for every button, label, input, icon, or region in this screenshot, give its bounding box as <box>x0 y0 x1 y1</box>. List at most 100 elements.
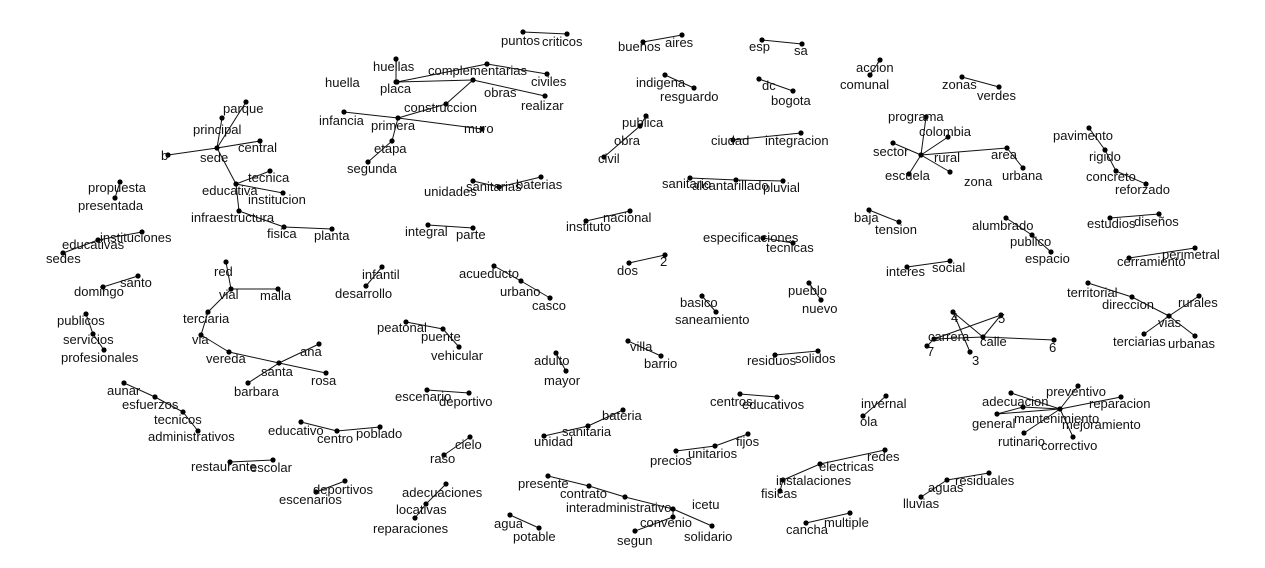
edge-sede-educativa <box>216 147 237 185</box>
edge-mejoramiento-adecuacion <box>1010 392 1061 410</box>
node-dot-aires <box>679 32 685 38</box>
node-label-complementarias: complementarias <box>428 63 527 78</box>
node-label-multiple: multiple <box>824 515 869 530</box>
edge-rural-programa <box>920 116 927 156</box>
node-label-calle: calle <box>980 334 1007 349</box>
node-label-general: general <box>972 416 1015 431</box>
node-dot-dos <box>626 260 632 266</box>
node-label-ola: ola <box>860 414 878 429</box>
node-dot-huellas <box>393 56 399 62</box>
node-dot-puente <box>440 326 446 332</box>
edge-publico-espacio <box>1031 234 1052 253</box>
edge-rural-zona <box>920 154 951 173</box>
node-dot-contrato <box>586 483 592 489</box>
edge-sanitarias-baterias <box>498 176 542 188</box>
node-label-concreto: concreto <box>1086 169 1136 184</box>
edge-territorial-direccion <box>1087 282 1133 298</box>
node-label-escolar: escolar <box>250 460 293 475</box>
node-label-infraestructura: infraestructura <box>191 210 275 225</box>
node-label-bogota: bogota <box>771 93 812 108</box>
node-dot-adulto <box>553 350 559 356</box>
node-label-locativas: locativas <box>396 502 447 517</box>
node-label-tension: tension <box>875 222 917 237</box>
node-label-area: area <box>991 147 1018 162</box>
node-label-estudios: estudios <box>1087 216 1136 231</box>
node-label-huella: huella <box>325 75 360 90</box>
edge-precios-unitarios <box>675 445 716 452</box>
node-label-sedes: sedes <box>46 251 81 266</box>
edge-rural-area <box>920 147 1008 156</box>
node-dot-social <box>947 258 953 264</box>
edge-direccion-vias <box>1131 296 1170 317</box>
node-dot-complementarias <box>484 61 490 67</box>
edge-4-3 <box>952 311 971 353</box>
node-dot-terciarias <box>1141 331 1147 337</box>
node-dot-adecuaciones <box>443 481 449 487</box>
node-dot-correctivo <box>1070 434 1076 440</box>
node-label-sector: sector <box>873 144 909 159</box>
node-label-administrativos: administrativos <box>148 429 235 444</box>
node-label-educativa: educativa <box>202 183 258 198</box>
edge-electricas-instalaciones <box>782 463 821 481</box>
node-label-desarrollo: desarrollo <box>335 286 392 301</box>
edge-sede-central <box>216 140 261 149</box>
edge-mejoramiento-preventivo <box>1059 385 1079 410</box>
node-label-potable: potable <box>513 529 556 544</box>
node-label-vias: vias <box>1158 315 1182 330</box>
node-label-integracion: integracion <box>765 133 829 148</box>
node-label-saneamiento: saneamiento <box>675 312 749 327</box>
edge-calle-5 <box>982 314 1002 338</box>
node-label-propuesta: propuesta <box>88 180 147 195</box>
node-label-territorial: territorial <box>1067 285 1118 300</box>
node-label-fijos: fijos <box>736 434 760 449</box>
node-label-reparacion: reparacion <box>1089 396 1150 411</box>
node-dot-6 <box>1051 337 1057 343</box>
node-dot-escenarios <box>313 489 319 495</box>
node-dot-baterias <box>538 174 544 180</box>
node-dot-resguardo <box>691 85 697 91</box>
node-label-aires: aires <box>665 35 694 50</box>
edge-rural-colombia <box>920 136 949 156</box>
node-dot-publico <box>1029 232 1035 238</box>
edge-area-urbana <box>1006 147 1024 169</box>
edge-baja-tension <box>868 209 900 223</box>
node-dot-vial <box>228 286 234 292</box>
node-label-baja: baja <box>854 210 879 225</box>
node-dot-integral <box>425 222 431 228</box>
node-dot-espacio <box>1048 249 1054 255</box>
node-dot-sede <box>214 145 220 151</box>
edge-unitarios-fijos <box>714 433 749 447</box>
node-label-educativas: educativas <box>62 237 125 252</box>
node-label-espacio: espacio <box>1025 251 1070 266</box>
node-dot-interadministrativo <box>622 494 628 500</box>
edge-infraestructura-fisica <box>238 210 285 228</box>
node-label-cerramiento: cerramiento <box>1117 254 1186 269</box>
node-dot-poblado <box>377 424 383 430</box>
edge-escenario-deportivo <box>426 389 470 394</box>
edge-adecuaciones-locativas <box>425 483 447 505</box>
node-dot-deportivos <box>342 478 348 484</box>
edge-restaurante-escolar <box>229 459 274 463</box>
node-dot-fisicas <box>777 488 783 494</box>
node-dot-infantil <box>379 264 385 270</box>
node-dot-esfuerzos <box>152 394 158 400</box>
node-dot-placa <box>394 79 400 85</box>
edge-mejoramiento-rutinario <box>1023 408 1061 434</box>
node-label-profesionales: profesionales <box>61 350 139 365</box>
node-label-icetu: icetu <box>692 497 719 512</box>
edge-sede-parque <box>216 101 247 149</box>
node-dot-sector <box>890 140 896 146</box>
node-dot-nuevo <box>818 297 824 303</box>
node-dot-administrativos <box>195 428 201 434</box>
edge-complementarias-civiles <box>486 63 548 75</box>
node-dot-ana <box>316 341 322 347</box>
node-label-dos: dos <box>617 263 638 278</box>
node-label-residuales: residuales <box>955 473 1015 488</box>
edge-locativas-reparaciones <box>414 503 427 519</box>
node-label-civil: civil <box>598 151 620 166</box>
node-label-principal: principal <box>193 122 242 137</box>
edge-icetu-solidario <box>672 508 713 527</box>
edge-invernal-ola <box>862 395 887 417</box>
node-label-santo: santo <box>120 275 152 290</box>
node-label-urbanas: urbanas <box>1168 336 1215 351</box>
